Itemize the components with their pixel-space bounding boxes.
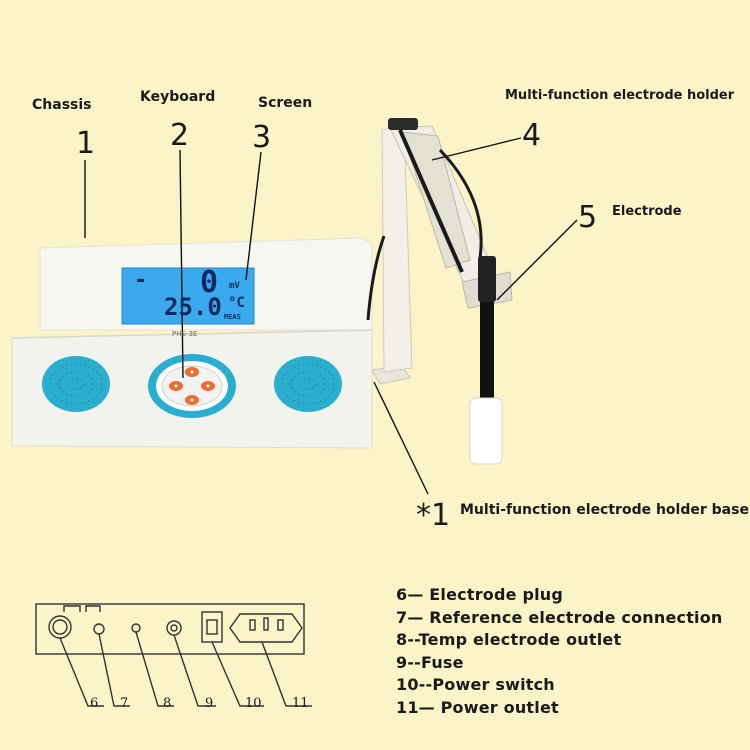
panel-number-10: 10 (245, 696, 262, 711)
electrode (469, 256, 503, 465)
lcd-dash: - (134, 268, 148, 293)
leader-5 (496, 219, 578, 301)
lcd-value: 0 (200, 265, 219, 300)
panel-number-6: 6 (90, 696, 99, 711)
lcd-screen (121, 267, 255, 325)
legend-item: 9--Fuse (396, 652, 464, 672)
lcd-temp: 25.0 (164, 293, 222, 321)
left-grill (42, 356, 110, 412)
electrode-holder (366, 118, 513, 385)
callout-number-2: 2 (170, 118, 190, 153)
leader-base (373, 381, 429, 495)
model-label: PHS-3E (172, 330, 198, 338)
rear-panel (35, 603, 312, 707)
legend: 6— Electrode plug 7— Reference electrode… (396, 584, 723, 719)
panel-number-11: 11 (292, 696, 309, 711)
lcd-unit-mv: mV (229, 281, 240, 291)
panel-number-9: 9 (205, 696, 214, 711)
callout-number-base: *1 (416, 498, 451, 533)
panel-number-8: 8 (163, 696, 172, 711)
screen-label: Screen (258, 95, 313, 111)
leader-4 (431, 137, 522, 161)
legend-item: 7— Reference electrode connection (396, 607, 723, 627)
callout-number-5: 5 (578, 200, 598, 235)
callout-number-1: 1 (76, 126, 96, 161)
callout-number-4: 4 (522, 118, 542, 153)
panel-number-7: 7 (120, 696, 129, 711)
legend-item: 10--Power switch (396, 675, 555, 694)
holder-label: Multi-function electrode holder (505, 88, 735, 103)
legend-item: 6— Electrode plug (396, 585, 564, 604)
keyboard-label: Keyboard (140, 89, 216, 105)
keypad (148, 354, 236, 418)
callout-number-3: 3 (252, 120, 272, 155)
lcd-mode: MEAS (224, 313, 241, 321)
leader-3 (245, 151, 262, 281)
chassis-label: Chassis (32, 97, 92, 113)
electrode-label: Electrode (612, 204, 682, 219)
lcd-unit-c: °C (228, 295, 245, 311)
legend-item: 8--Temp electrode outlet (396, 630, 622, 649)
right-grill (274, 356, 342, 412)
legend-item: 11— Power outlet (396, 697, 559, 717)
holder-base-label: Multi-function electrode holder base (460, 502, 749, 518)
leader-2 (179, 149, 184, 379)
